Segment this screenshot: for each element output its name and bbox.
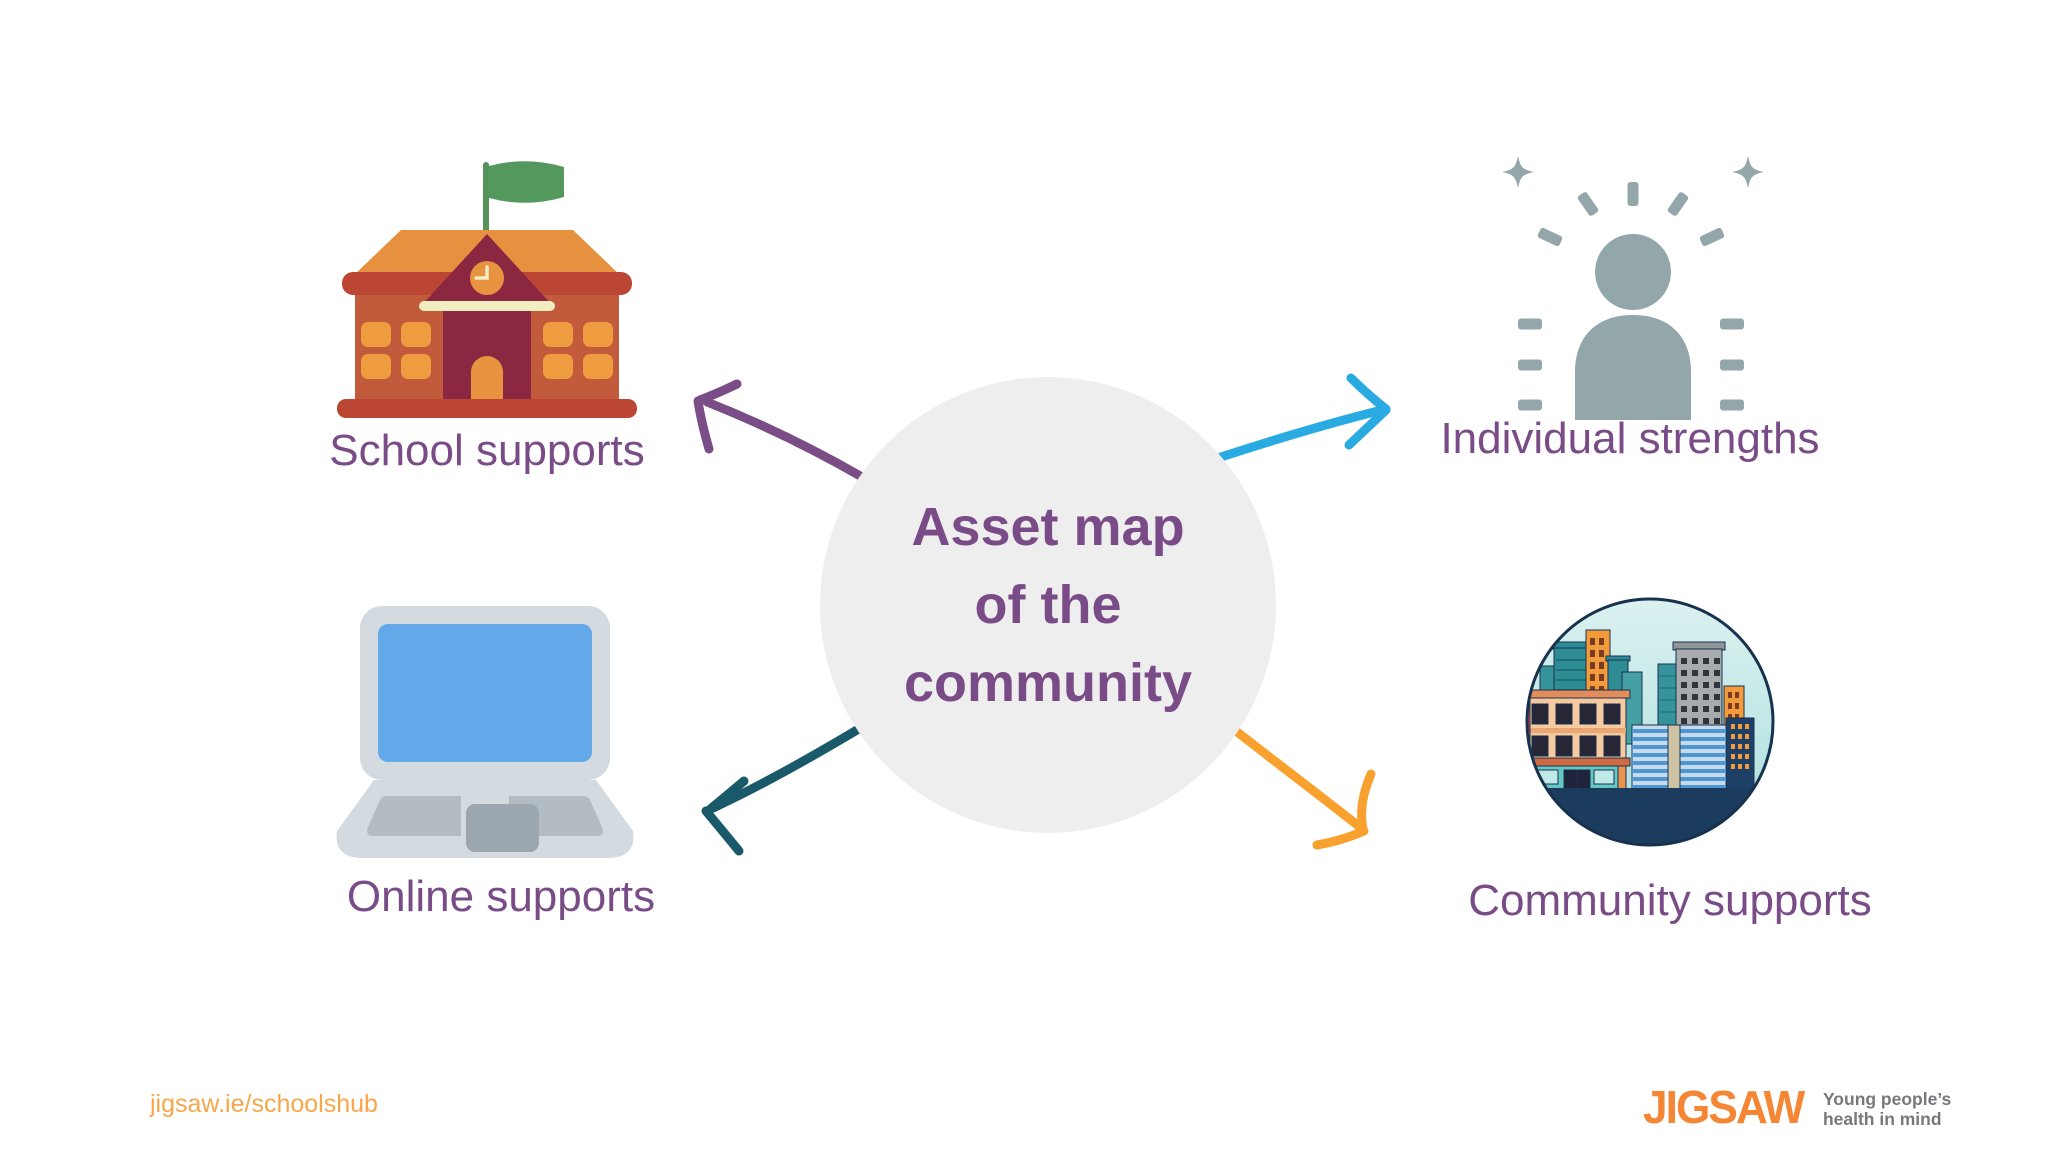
school-supports-label: School supports [329,426,645,475]
title-line-2: of the [974,575,1122,635]
footer-url-link[interactable]: jigsaw.ie/schoolshub [150,1090,378,1118]
community-supports-label: Community supports [1468,876,1872,925]
arrow-to-individual [1216,373,1391,462]
arrow-to-online [701,719,872,856]
center-node: Asset map of the community [820,377,1276,833]
title-line-3: community [903,653,1193,713]
jigsaw-logo-text: JIGSAW [1643,1081,1805,1133]
laptop-icon [336,606,634,858]
tagline-line-1: Young people’s [1822,1089,1952,1109]
tagline-line-2: health in mind [1822,1109,1942,1130]
individual-strengths-label: Individual strengths [1440,414,1820,463]
arrow-to-school [693,379,867,482]
city-skyline-icon [1525,597,1775,847]
jigsaw-logo-tagline: Young people’s health in mind [1823,1086,1951,1129]
school-building-icon [337,161,637,418]
arrow-to-community [1231,726,1376,850]
jigsaw-logo: JIGSAW Young people’s health in mind [1643,1081,1951,1133]
title-line-1: Asset map [911,497,1185,557]
online-supports-label: Online supports [346,872,656,921]
person-radiating-icon [1502,156,1764,420]
